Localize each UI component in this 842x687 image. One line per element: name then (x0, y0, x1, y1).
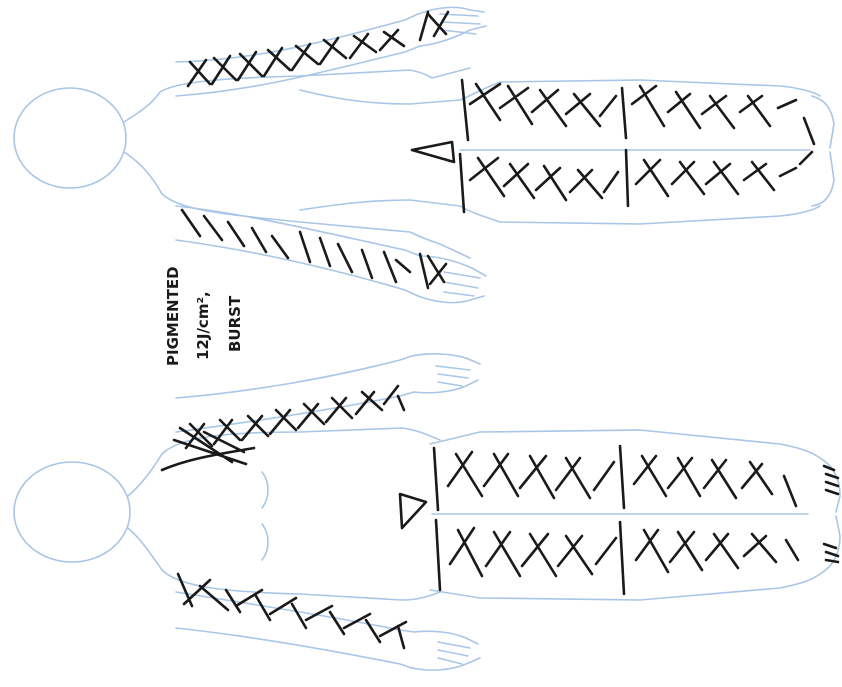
x-marks-arm-top-lower (180, 208, 448, 290)
torso-outline-bottom (127, 427, 821, 601)
x-marks-leg-top-upper (460, 78, 816, 146)
body-figure-bottom: PIGMENTED 12J/cm², BURST (13, 266, 841, 671)
pelvic-mark-top (410, 140, 456, 164)
body-figure-top (13, 6, 835, 304)
pelvic-mark-bottom (398, 492, 428, 530)
annotation-note: PIGMENTED 12J/cm², BURST (164, 266, 244, 366)
hand-outline-top-lower (417, 255, 487, 304)
hand-outline-top-upper (417, 6, 487, 47)
x-marks-arm-top-upper (186, 10, 450, 88)
feet-outline-top (811, 95, 835, 207)
treatment-marks-bottom (160, 384, 840, 650)
arm-outline-top-lower (175, 205, 421, 297)
arm-outline-top-upper (175, 13, 421, 97)
head-outline-top (13, 87, 127, 189)
body-outline-bottom (13, 353, 841, 671)
annotation-line-2: 12J/cm², (194, 291, 212, 360)
treatment-marks-top (180, 10, 816, 290)
torso-outline-top (123, 67, 821, 259)
annotation-line-1: PIGMENTED (164, 266, 182, 366)
arm-outline-bottom-lower (175, 591, 415, 669)
x-marks-leg-bottom-upper (432, 444, 798, 512)
x-marks-leg-bottom-lower (434, 518, 800, 596)
x-marks-arm-bottom-lower (176, 572, 408, 650)
annotation-line-3: BURST (226, 295, 244, 352)
hand-outline-bottom-upper (411, 353, 481, 394)
body-outline-top (13, 6, 835, 304)
head-outline-bottom (13, 461, 131, 563)
x-marks-leg-top-lower (458, 148, 814, 214)
arm-outline-bottom-upper (175, 355, 415, 433)
hand-outline-bottom-lower (411, 630, 481, 671)
annotation-leader-line (160, 426, 256, 472)
toe-marks-bottom (822, 464, 840, 564)
x-marks-arm-bottom-upper (184, 384, 406, 450)
